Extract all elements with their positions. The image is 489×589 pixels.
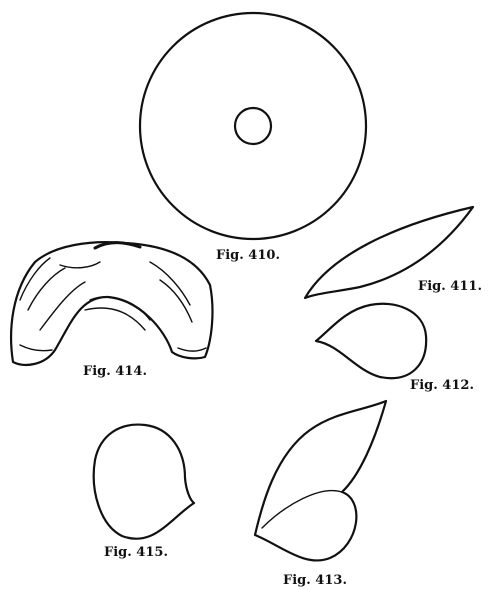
fig-413-label: Fig. 413.	[283, 573, 347, 588]
fig-415-label: Fig. 415.	[104, 545, 168, 560]
fig-414-label: Fig. 414.	[83, 364, 147, 379]
fig-415-rounded-shape	[94, 425, 194, 539]
fig-411-label: Fig. 411.	[418, 279, 482, 294]
fig-410-label: Fig. 410.	[216, 248, 280, 263]
fig-410-disc	[140, 13, 366, 239]
fig-413-winged-shape	[255, 401, 386, 560]
fig-414-kidney-shape	[11, 242, 212, 365]
fig-412-label: Fig. 412.	[410, 378, 474, 393]
fig-412-ovate-shape	[316, 304, 426, 378]
